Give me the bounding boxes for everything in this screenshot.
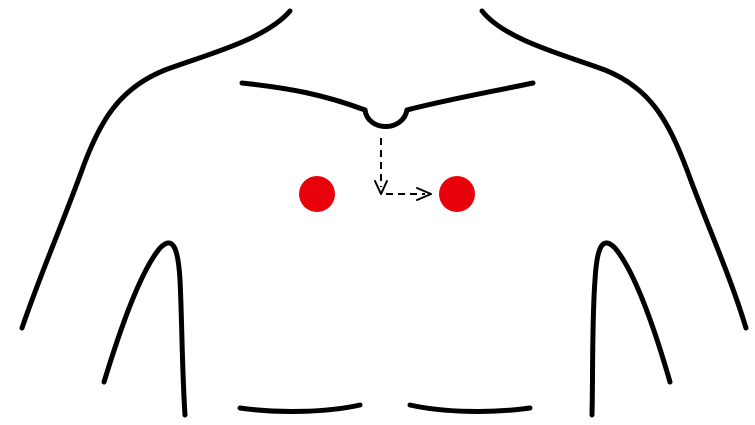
left-marker bbox=[439, 176, 475, 212]
right-marker bbox=[299, 176, 335, 212]
left-inner-arm-line bbox=[104, 243, 185, 415]
right-inner-arm-line bbox=[592, 243, 670, 415]
guide-down-arrowhead bbox=[375, 181, 387, 194]
right-neck-shoulder-line bbox=[482, 11, 746, 328]
left-lower-chest-line bbox=[240, 405, 360, 411]
left-neck-shoulder-line bbox=[22, 11, 290, 328]
left-clavicle-line bbox=[242, 83, 365, 110]
right-lower-chest-line bbox=[410, 405, 530, 411]
sternal-notch bbox=[365, 110, 407, 127]
right-clavicle-line bbox=[407, 83, 533, 110]
